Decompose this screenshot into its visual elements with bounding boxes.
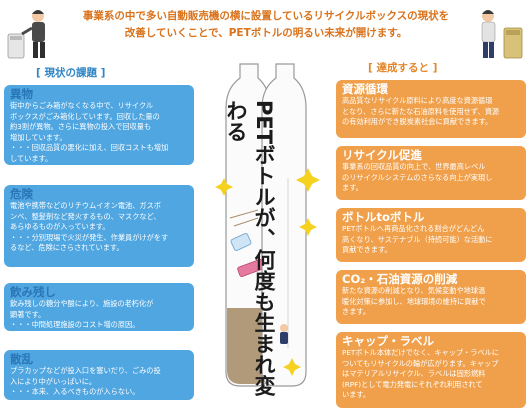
sparkle-icon (215, 178, 233, 196)
achievement-card-body: 新たな資源の削減となり、気候変動や地球温 暖化対策に参加し、地球環境の維持に貢献… (342, 286, 486, 316)
pet-bottles-illustration (215, 63, 320, 387)
issue-card-leftover-drinks: 飲み残し 飲み残しの糖分や酸により、施設の老朽化が 顕著です。 ・・・中間処理施… (4, 283, 194, 331)
issue-card-body: 電池や携帯などのリチウムイオン電池、ガスボ ンベ、整髪剤など発火するもの、マスク… (10, 201, 169, 252)
achievements-heading: [ 達成すると ] (368, 62, 438, 74)
sparkle-icon (296, 168, 320, 192)
issue-card-danger: 危険 電池や携帯などのリチウムイオン電池、ガスボ ンベ、整髪剤など発火するもの、… (4, 185, 194, 267)
achievement-card-body: PETボトル本体だけでなく、キャップ・ラベルに ついてもリサイクルの輪が広がりま… (342, 348, 500, 399)
achievement-card-co2-reduction: CO₂・石油資源の削減 新たな資源の削減となり、気候変動や地球温 暖化対策に参加… (336, 270, 526, 324)
person-with-bin-illustration (481, 10, 523, 59)
issue-card-foreign-matter: 異物 街中からごみ箱がなくなる中で、リサイクル ボックスがごみ箱化しています。回… (4, 85, 194, 165)
achievement-card-title: 資源循環 (342, 82, 388, 96)
current-issues-heading: [ 現状の課題 ] (36, 67, 106, 79)
sparkle-icon (299, 218, 317, 236)
issue-card-body: 飲み残しの糖分や酸により、施設の老朽化が 顕著です。 ・・・中間処理施設のコスト… (10, 299, 154, 329)
intro-line-2: 改善していくことで、PETボトルの明るい未来が開けます。 (124, 27, 408, 39)
achievement-card-title: リサイクル促進 (342, 148, 422, 162)
issue-card-title: 飲み残し (10, 285, 56, 299)
issue-card-scattering: 散乱 プラカップなどが投入口を塞いだり、ごみの投 入により中がいっぱいに。 ・・… (4, 350, 194, 400)
mesh-icon (229, 209, 259, 227)
intro-text: 事業系の中で多い自動販売機の横に設置しているリサイクルボックスの現状を 改善して… (60, 8, 472, 42)
mask-icon (230, 233, 252, 251)
achievement-card-title: CO₂・石油資源の削減 (342, 272, 458, 286)
intro-line-1: 事業系の中で多い自動販売機の横に設置しているリサイクルボックスの現状を (82, 10, 450, 22)
achievement-card-title: キャップ・ラベル (342, 334, 434, 348)
achievement-card-recycling-promotion: リサイクル促進 事業系の回収品質の向上で、世界最高レベル のリサイクルシステムの… (336, 146, 526, 200)
achievement-card-body: 高品質なリサイクル原料により高度な資源循環 となり、さらに新たな石油原料を使用せ… (342, 96, 500, 126)
issue-card-body: プラカップなどが投入口を塞いだり、ごみの投 入により中がいっぱいに。 ・・・本来… (10, 366, 161, 396)
achievement-card-title: ボトルtoボトル (342, 210, 425, 224)
achievement-card-resource-circulation: 資源循環 高品質なリサイクル原料により高度な資源循環 となり、さらに新たな石油原… (336, 80, 526, 138)
issue-card-body: 街中からごみ箱がなくなる中で、リサイクル ボックスがごみ箱化しています。回収した… (10, 101, 169, 163)
issue-card-title: 異物 (10, 87, 33, 101)
person-with-recycle-box-illustration (7, 10, 45, 59)
achievement-card-cap-label: キャップ・ラベル PETボトル本体だけでなく、キャップ・ラベルに ついてもリサイ… (336, 332, 526, 408)
sparkle-icon (283, 358, 301, 376)
center-vertical-title: PETボトルが、何度も生まれ変わる (224, 100, 276, 397)
issue-card-title: 散乱 (10, 352, 33, 366)
achievement-card-body: 事業系の回収品質の向上で、世界最高レベル のリサイクルシステムのさらなる向上が実… (342, 162, 493, 192)
achievement-card-body: PETボトルへ再商品化される割合がどんどん 高くなり、サステナブル（持続可能）な… (342, 224, 493, 254)
issue-card-title: 危険 (10, 187, 33, 201)
achievement-card-bottle-to-bottle: ボトルtoボトル PETボトルへ再商品化される割合がどんどん 高くなり、サステナ… (336, 208, 526, 262)
